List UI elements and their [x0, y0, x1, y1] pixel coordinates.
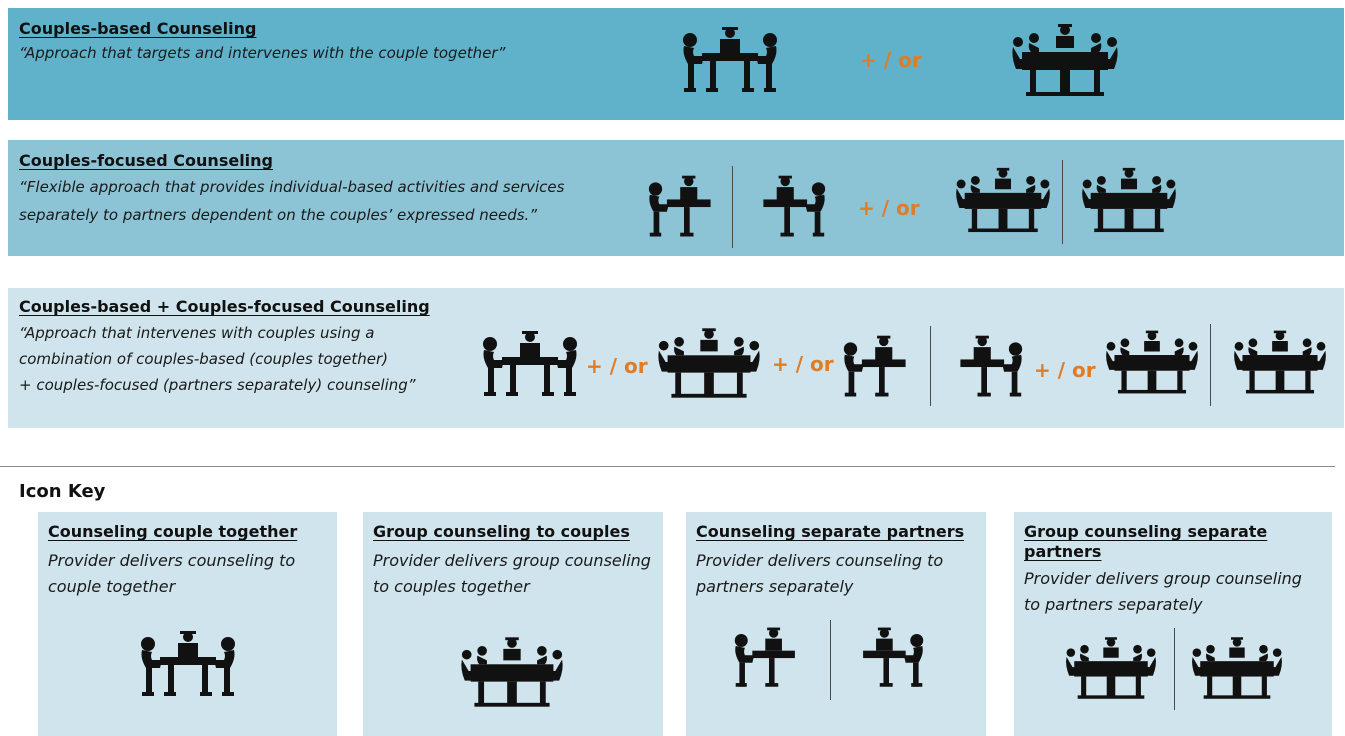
group-couples-icon [459, 632, 565, 712]
key-card-text: Group counseling to couples Provider del… [373, 522, 653, 600]
key-card-title: Counseling separate partners [696, 522, 965, 541]
and-or-connector: + / or [586, 354, 648, 378]
key-divider [0, 466, 1335, 467]
key-card-group-couples: Group counseling to couples Provider del… [363, 512, 663, 736]
couple-counseling-icon [138, 626, 238, 706]
group-separate-icon [1190, 632, 1284, 704]
group-separate-icon [954, 162, 1052, 238]
divider-line [930, 326, 931, 406]
divider-line [830, 620, 831, 700]
key-card-description: Provider delivers group counseling to pa… [1024, 569, 1302, 614]
combined-section: Couples-based + Couples-focused Counseli… [8, 288, 1344, 428]
key-card-description: Provider delivers group counseling to co… [373, 551, 651, 596]
group-separate-icon [1064, 632, 1158, 704]
couples-focused-section: Couples-focused Counseling “Flexible app… [8, 140, 1344, 256]
and-or-connector: + / or [860, 48, 922, 72]
couples-based-section: Couples-based Counseling “Approach that … [8, 8, 1344, 120]
divider-line [732, 166, 733, 248]
key-card-description: Provider delivers counseling to partners… [696, 551, 944, 596]
and-or-connector: + / or [772, 352, 834, 376]
section-description-line-3: + couples-focused (partners separately) … [19, 376, 416, 394]
section-description-line-2: combination of couples-based (couples to… [19, 350, 389, 368]
couple-counseling-icon [480, 326, 580, 406]
divider-line [1174, 628, 1175, 710]
key-card-text: Counseling separate partners Provider de… [696, 522, 976, 600]
group-separate-icon [1080, 162, 1178, 238]
key-card-group-separate: Group counseling separate partners Provi… [1014, 512, 1332, 736]
icon-key-heading: Icon Key [19, 481, 106, 502]
key-card-text: Counseling couple together Provider deli… [48, 522, 327, 600]
group-couples-icon [656, 322, 762, 404]
and-or-connector: + / or [858, 196, 920, 220]
key-card-title: Group counseling separate partners [1024, 522, 1268, 561]
key-card-title: Counseling couple together [48, 522, 298, 541]
and-or-connector: + / or [1034, 358, 1096, 382]
group-couples-icon [1010, 20, 1120, 100]
separate-partner-icon [644, 170, 724, 246]
section-description: “Approach that targets and intervenes wi… [19, 44, 506, 62]
divider-line [1062, 160, 1063, 244]
section-description-line-1: “Flexible approach that provides individ… [19, 178, 565, 196]
section-title: Couples-focused Counseling [19, 151, 274, 170]
section-title: Couples-based + Couples-focused Counseli… [19, 297, 430, 316]
separate-partner-icon [948, 330, 1026, 406]
group-separate-icon [1104, 324, 1200, 400]
key-card-couple-together: Counseling couple together Provider deli… [38, 512, 337, 736]
section-description-line-1: “Approach that intervenes with couples u… [19, 324, 375, 342]
key-card-separate-partners: Counseling separate partners Provider de… [686, 512, 986, 736]
group-separate-icon [1232, 324, 1328, 400]
separate-partner-icon [750, 170, 830, 246]
separate-partner-icon [852, 622, 926, 696]
key-card-title: Group counseling to couples [373, 522, 630, 541]
key-card-description: Provider delivers counseling to couple t… [48, 551, 296, 596]
separate-partner-icon [732, 622, 806, 696]
key-card-text: Group counseling separate partners Provi… [1024, 522, 1322, 618]
couple-counseling-icon [680, 22, 780, 102]
divider-line [1210, 324, 1211, 406]
section-description-line-2: separately to partners dependent on the … [19, 206, 538, 224]
section-title: Couples-based Counseling [19, 19, 257, 38]
separate-partner-icon [840, 330, 918, 406]
